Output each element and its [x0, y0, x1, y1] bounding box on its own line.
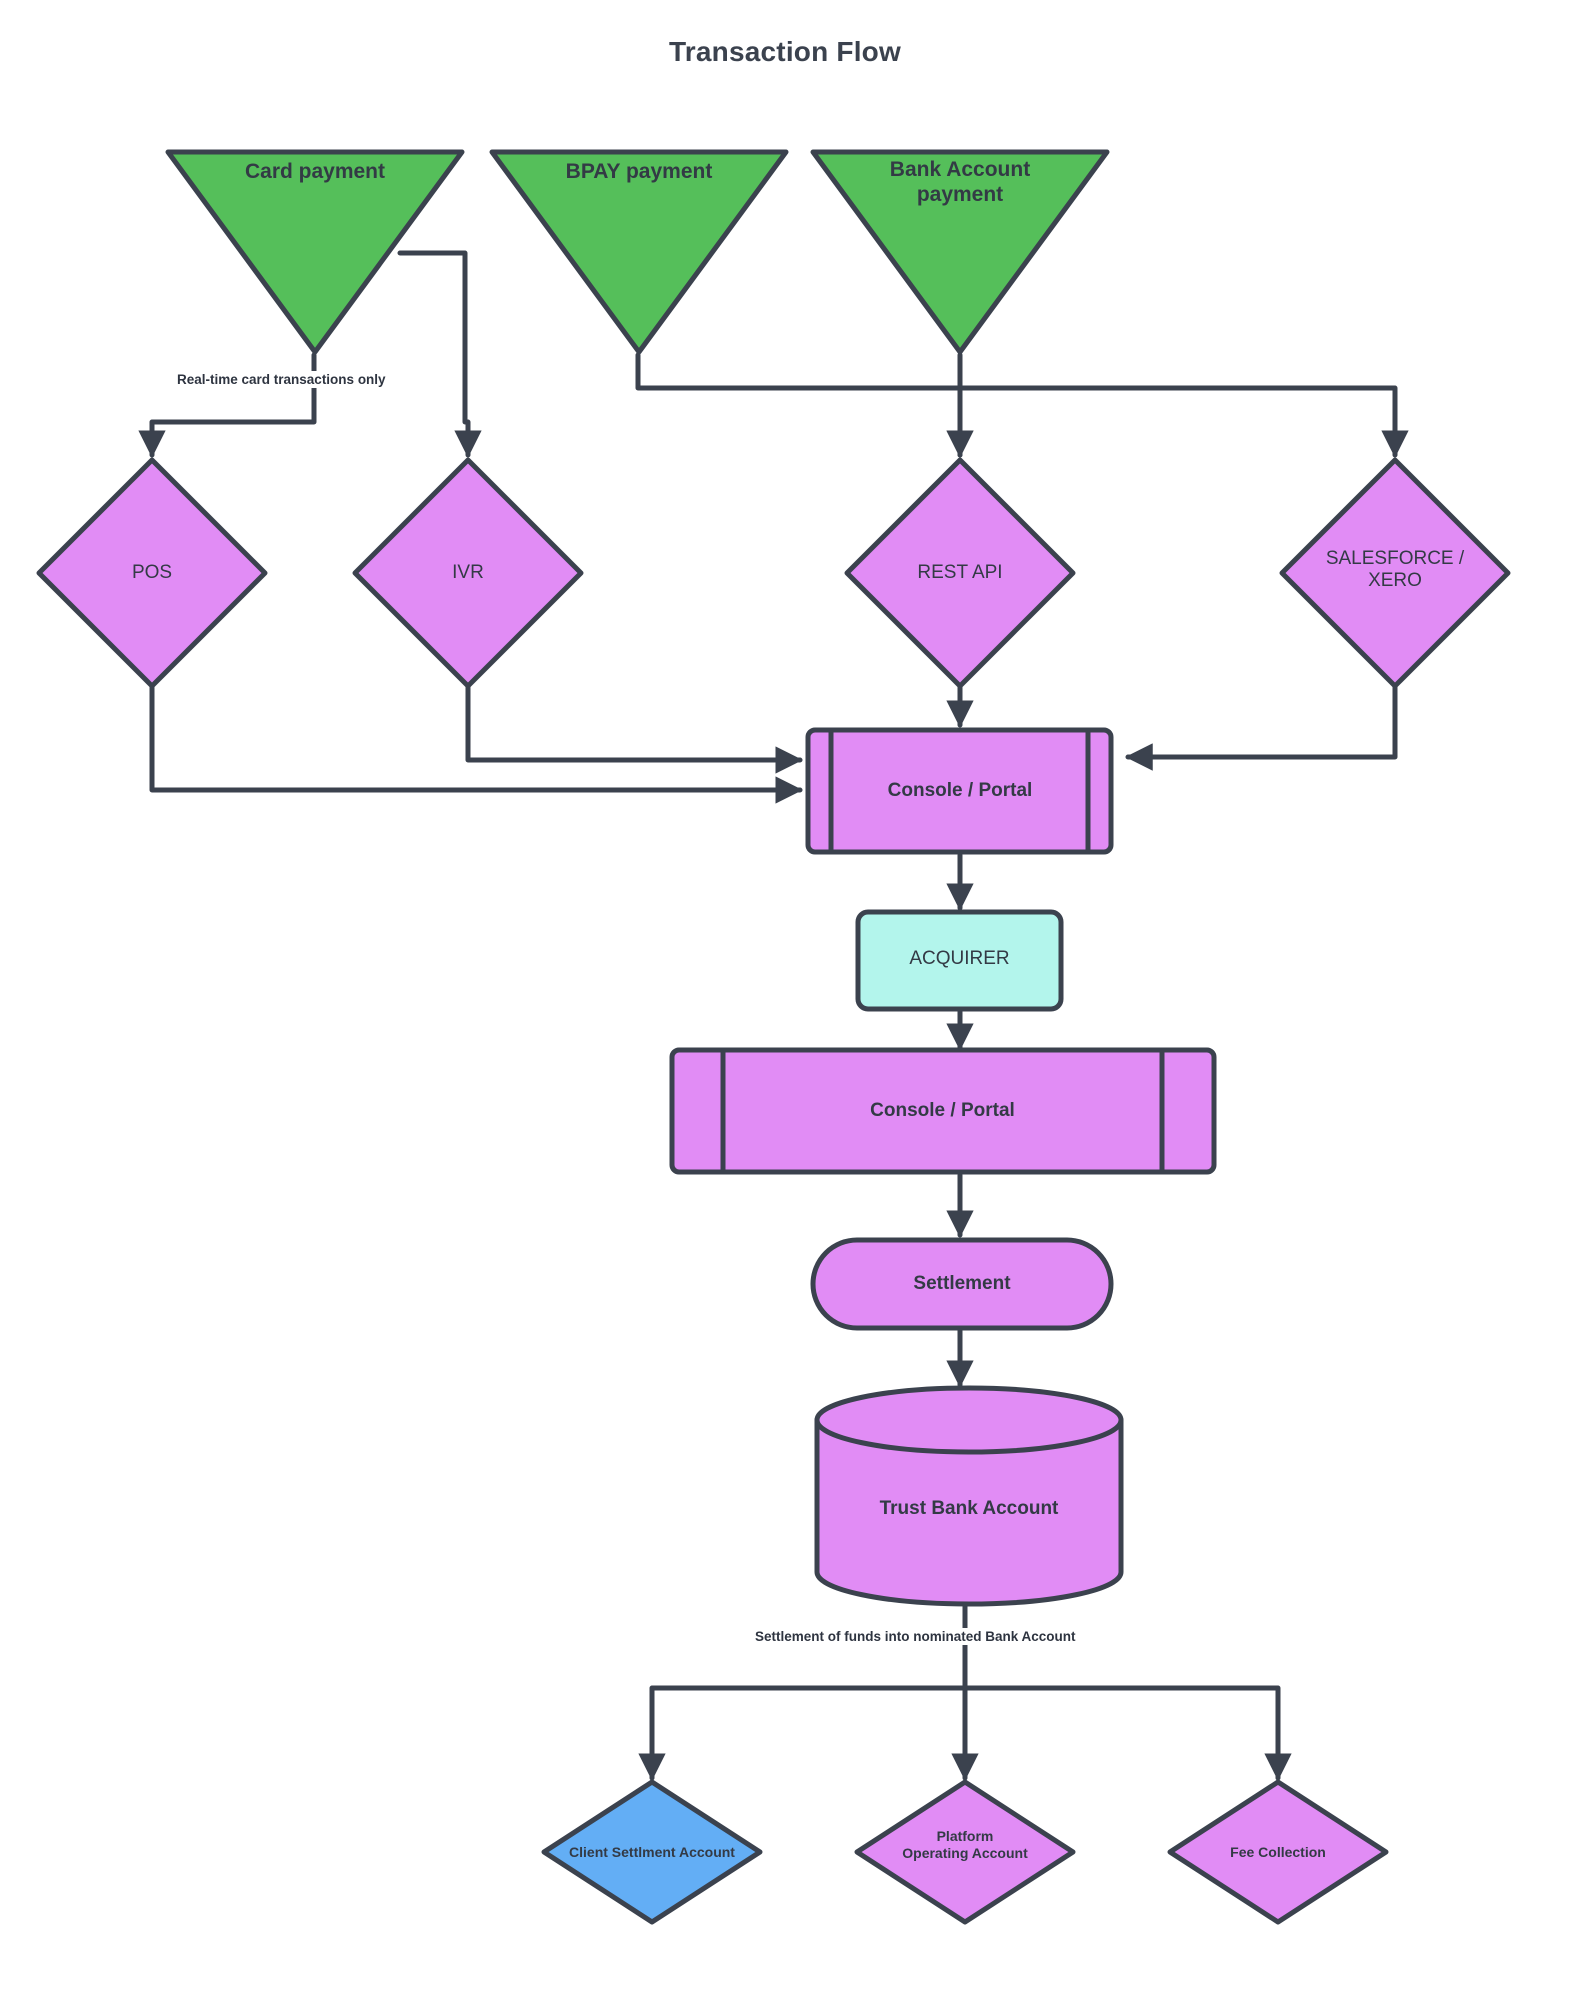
edge-bank-to-salesforce: [957, 385, 1409, 458]
page-title: Transaction Flow: [669, 36, 901, 67]
node-platform-operating-account[interactable]: [854, 1779, 1076, 1925]
edge-label-settlement-funds: Settlement of funds into nominated Bank …: [752, 1628, 1079, 1645]
edge-card-to-ivr: [397, 250, 482, 458]
node-fee-collection[interactable]: [1167, 1779, 1389, 1925]
edge-salesforce-to-console1: [1125, 669, 1398, 771]
node-layer: [36, 149, 1511, 1925]
node-card-payment[interactable]: [165, 149, 465, 355]
node-settlement[interactable]: [810, 1237, 1114, 1331]
edge-pos-to-console1: [149, 669, 803, 804]
node-console-portal-2[interactable]: [669, 1047, 1217, 1175]
edge-label-realtime: Real-time card transactions only: [174, 371, 389, 388]
node-pos[interactable]: [36, 457, 268, 689]
node-rest-api[interactable]: [844, 457, 1076, 689]
node-bank-account-payment[interactable]: [810, 149, 1110, 355]
node-ivr[interactable]: [352, 457, 584, 689]
node-client-settlment-account[interactable]: [541, 1779, 763, 1925]
edge-trust-to-fee: [962, 1685, 1292, 1781]
node-acquirer[interactable]: [855, 909, 1064, 1012]
edge-layer: [138, 250, 1409, 1781]
edge-trust-to-client: [638, 1685, 968, 1781]
node-salesforce-xero[interactable]: [1279, 457, 1511, 689]
edge-bpay-to-restapi: [635, 352, 974, 458]
node-console-portal-1[interactable]: [805, 727, 1114, 855]
node-trust-bank-account[interactable]: [814, 1385, 1124, 1607]
edge-card-to-pos: [138, 352, 317, 458]
node-bpay-payment[interactable]: [489, 149, 789, 355]
edge-ivr-to-console1: [465, 669, 803, 774]
